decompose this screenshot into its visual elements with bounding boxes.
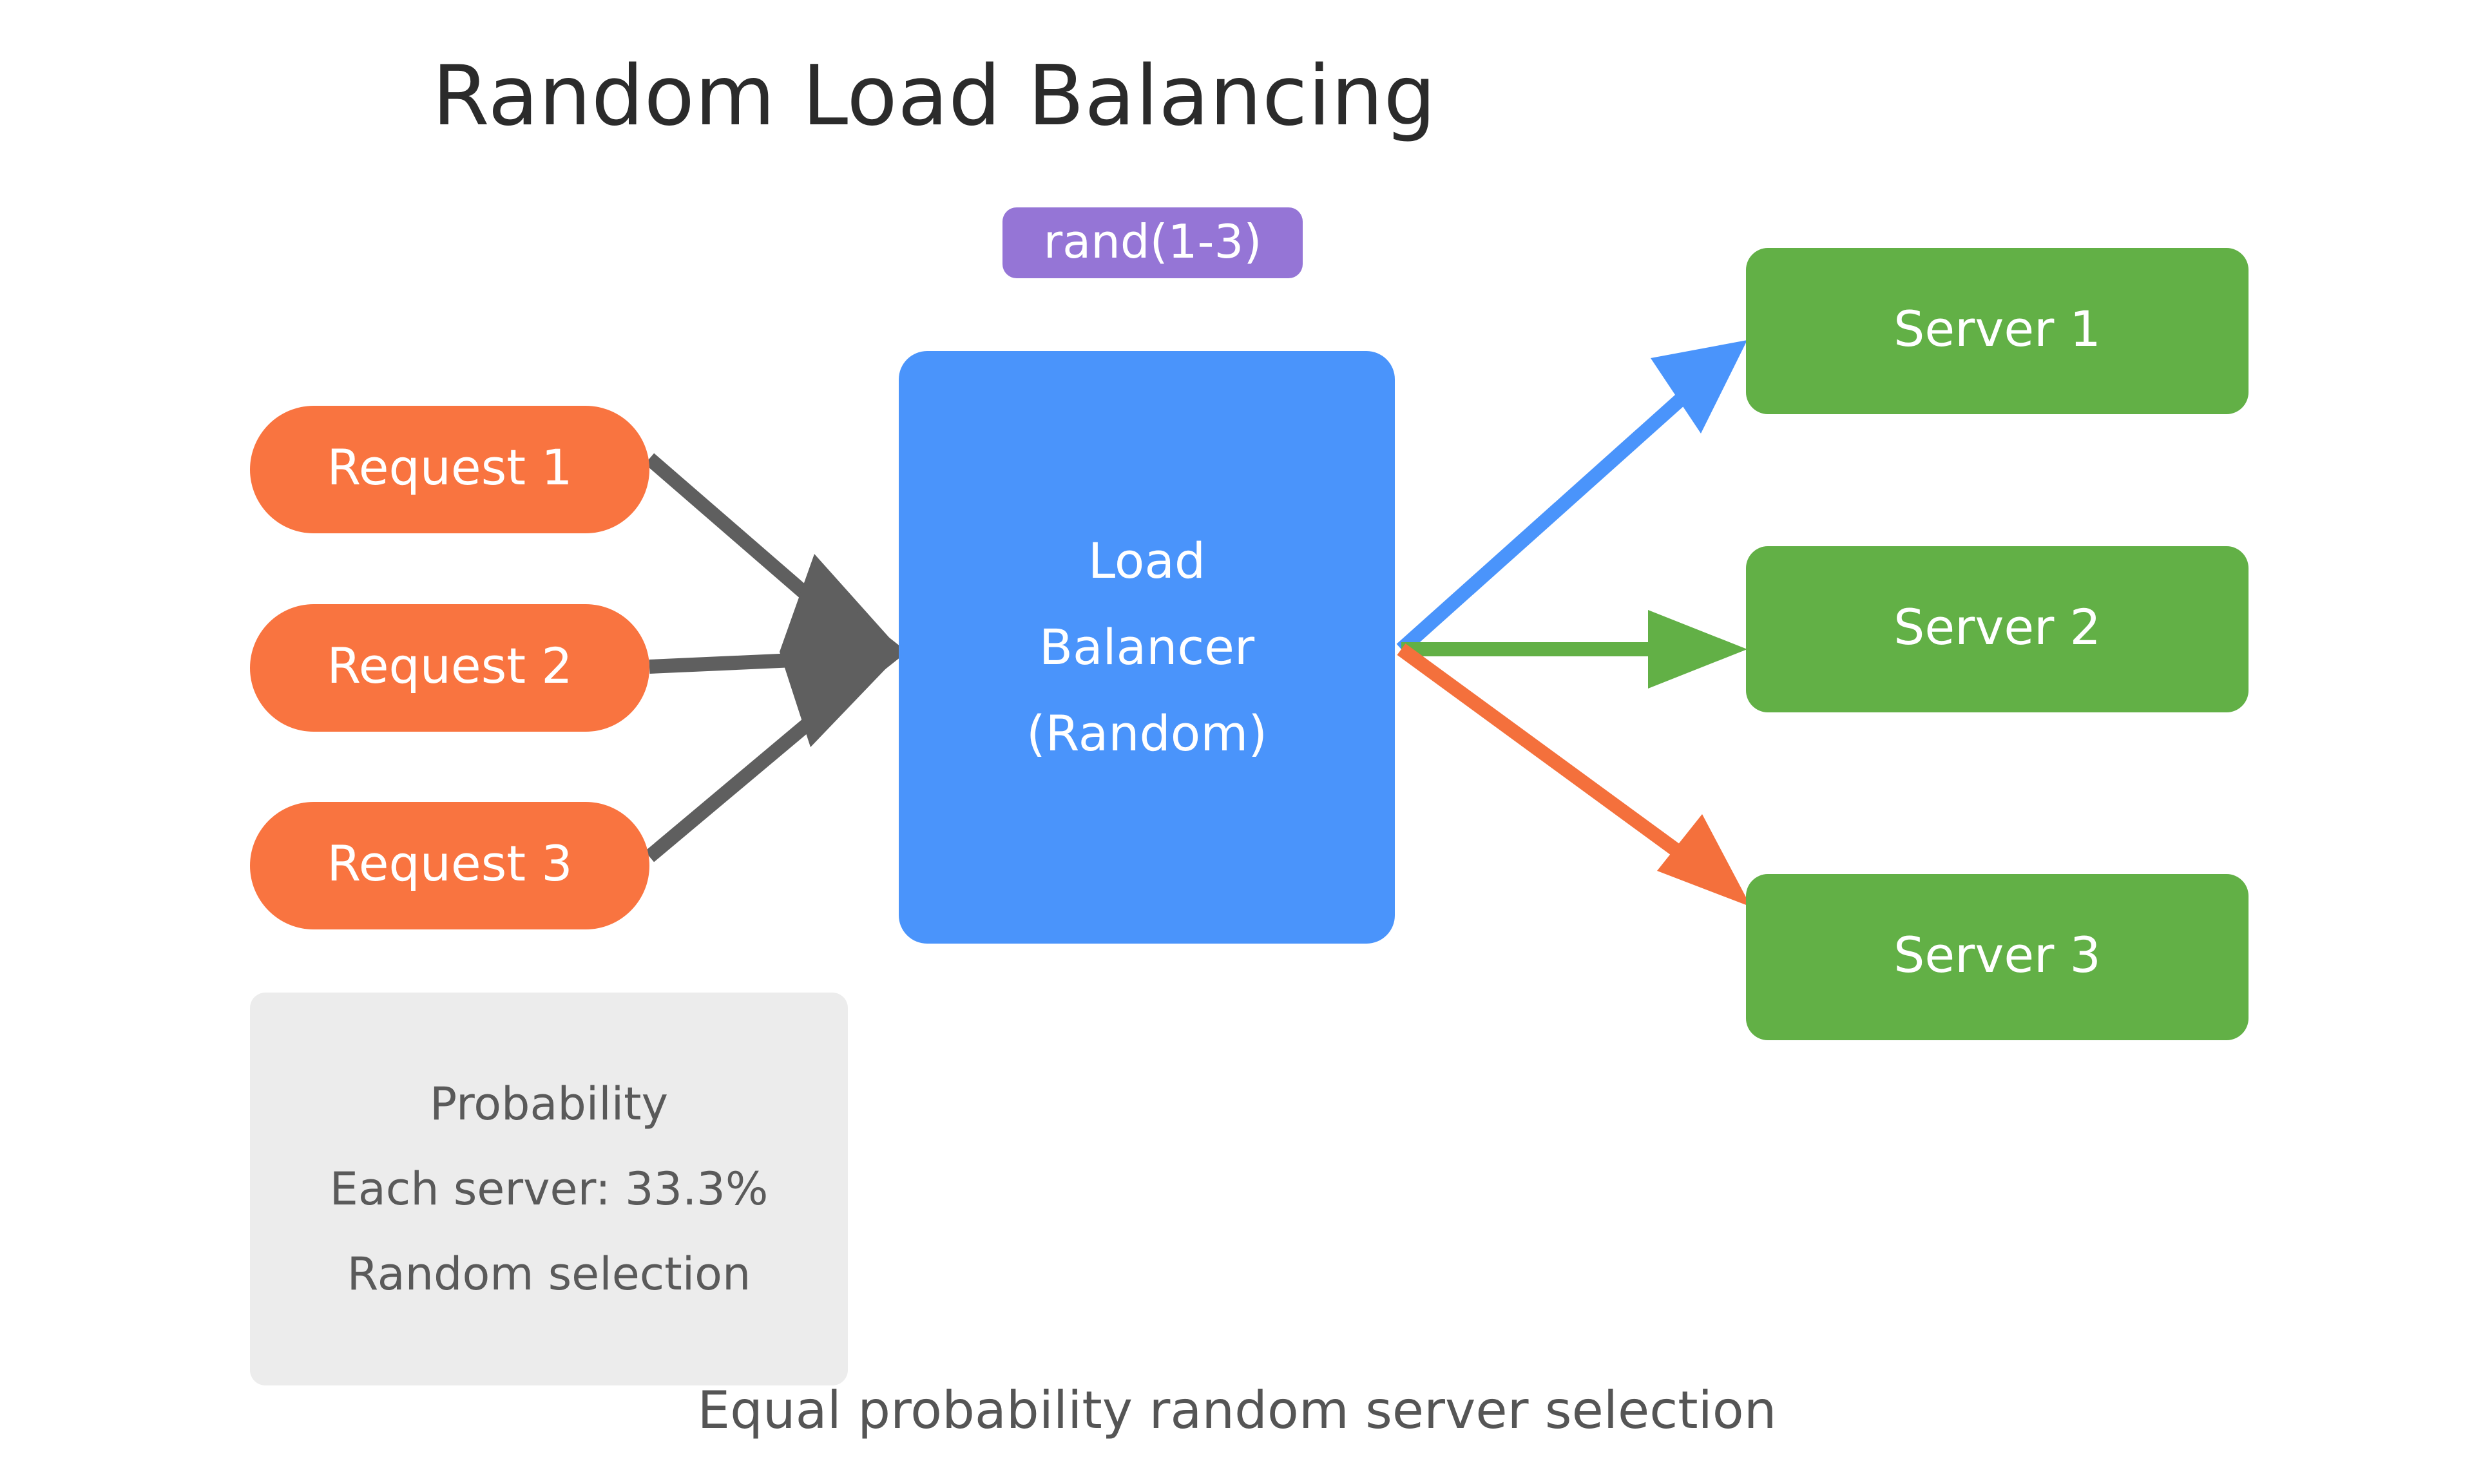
probability-info-line-3: Random selection [347, 1248, 751, 1300]
page-title: Random Load Balancing [432, 48, 1437, 144]
server-node-3[interactable]: Server 3 [1746, 874, 2249, 1040]
edge-arrowhead-server-2 [1648, 610, 1747, 689]
probability-info-box: Probability Each server: 33.3% Random se… [250, 993, 848, 1385]
server-node-2[interactable]: Server 2 [1746, 546, 2249, 712]
rand-badge: rand(1-3) [1002, 207, 1303, 278]
load-balancer-label-line-2: Balancer [1039, 618, 1255, 676]
edge-request-3-to-balancer [644, 693, 843, 862]
request-node-2[interactable]: Request 2 [250, 604, 649, 732]
edge-arrowhead-server-1 [1651, 340, 1747, 433]
edge-line-server-1 [1396, 376, 1706, 655]
edge-request-2-to-balancer [649, 651, 838, 674]
incoming-arrowhead [780, 554, 902, 747]
edge-line-server-3 [1397, 643, 1705, 874]
server-node-2-label: Server 2 [1894, 598, 2101, 656]
request-node-1[interactable]: Request 1 [250, 406, 649, 533]
request-node-2-label: Request 2 [327, 637, 573, 694]
probability-info-line-1: Probability [429, 1078, 669, 1130]
edge-balancer-to-server-1 [1396, 340, 1747, 655]
load-balancer-node[interactable]: Load Balancer (Random) [899, 351, 1395, 944]
incoming-edges [644, 453, 907, 862]
edge-balancer-to-server-2 [1401, 610, 1747, 689]
server-node-1[interactable]: Server 1 [1746, 248, 2249, 414]
server-node-3-label: Server 3 [1894, 926, 2101, 984]
edge-balancer-to-server-3 [1397, 643, 1751, 907]
request-node-3-label: Request 3 [327, 835, 573, 892]
edge-arrowhead-server-3 [1657, 814, 1751, 907]
load-balancer-label-line-1: Load [1088, 532, 1206, 589]
diagram-caption: Equal probability random server selectio… [697, 1380, 1777, 1440]
edge-request-1-to-balancer [644, 453, 843, 627]
probability-info-line-2: Each server: 33.3% [329, 1163, 769, 1215]
request-node-3[interactable]: Request 3 [250, 802, 649, 929]
request-node-1-label: Request 1 [327, 439, 573, 496]
server-node-1-label: Server 1 [1894, 300, 2101, 357]
load-balancer-label-line-3: (Random) [1026, 705, 1267, 762]
